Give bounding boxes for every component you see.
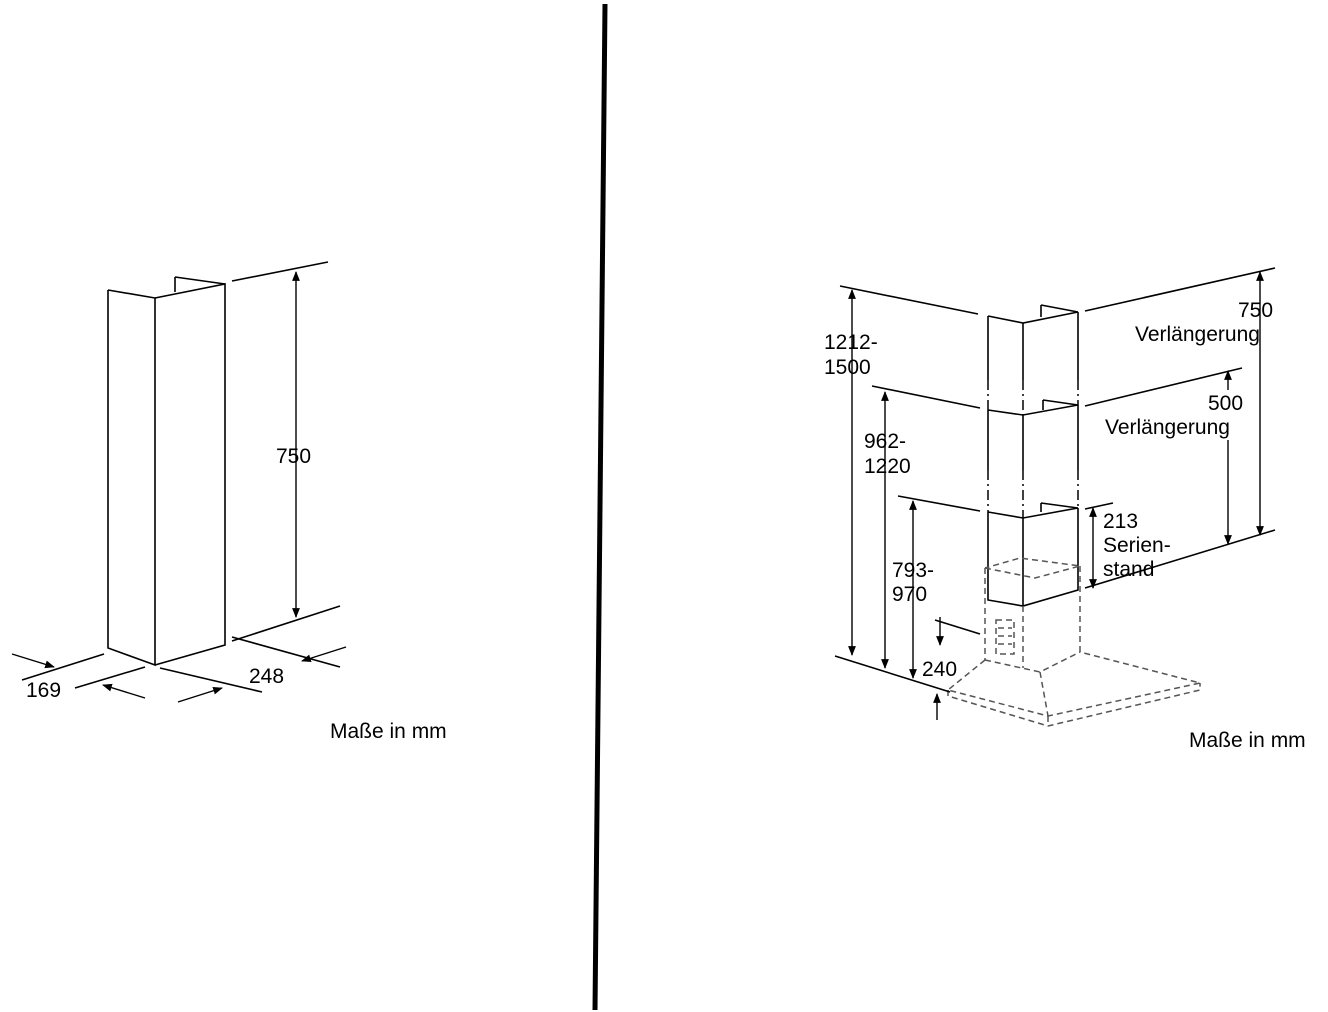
right-middle-extension — [987, 399, 1079, 470]
right-left-extension-lines — [834, 285, 981, 693]
mid-height-label-line2: 1220 — [864, 455, 911, 478]
left-height-dimension — [231, 261, 341, 642]
right-units-note: Maße in mm — [1189, 729, 1306, 752]
overall-height-label-line2: 1500 — [824, 356, 871, 379]
standard-text-line2: stand — [1103, 558, 1154, 581]
low-height-label-line1: 793- — [892, 559, 934, 582]
left-height-label: 750 — [276, 445, 311, 468]
right-left-dimensions — [848, 289, 944, 720]
left-chimney-piece — [107, 276, 226, 667]
bottom-offset-label: 240 — [922, 658, 957, 681]
ext500-text-label: Verlängerung — [1105, 416, 1230, 439]
ext750-text-label: Verlängerung — [1135, 323, 1260, 346]
mid-height-label-line1: 962- — [864, 430, 906, 453]
left-units-note: Maße in mm — [330, 720, 447, 743]
overall-height-label-line1: 1212- — [824, 331, 878, 354]
left-width-label: 248 — [249, 665, 284, 688]
standard-text-line1: Serien- — [1103, 534, 1171, 557]
left-depth-label: 169 — [26, 679, 61, 702]
left-base-dimensions — [11, 636, 347, 703]
right-right-dimensions — [1089, 271, 1264, 589]
ext750-value-label: 750 — [1238, 299, 1273, 322]
low-height-label-line2: 970 — [892, 583, 927, 606]
right-right-extension-lines — [1084, 267, 1276, 589]
ext500-value-label: 500 — [1208, 392, 1243, 415]
divider-line — [592, 3, 608, 1011]
right-extension-joins — [987, 380, 1079, 518]
right-top-extension — [987, 304, 1079, 380]
right-hood-body — [946, 557, 1201, 727]
standard-value-label: 213 — [1103, 510, 1138, 533]
right-standard-chimney — [987, 502, 1079, 607]
